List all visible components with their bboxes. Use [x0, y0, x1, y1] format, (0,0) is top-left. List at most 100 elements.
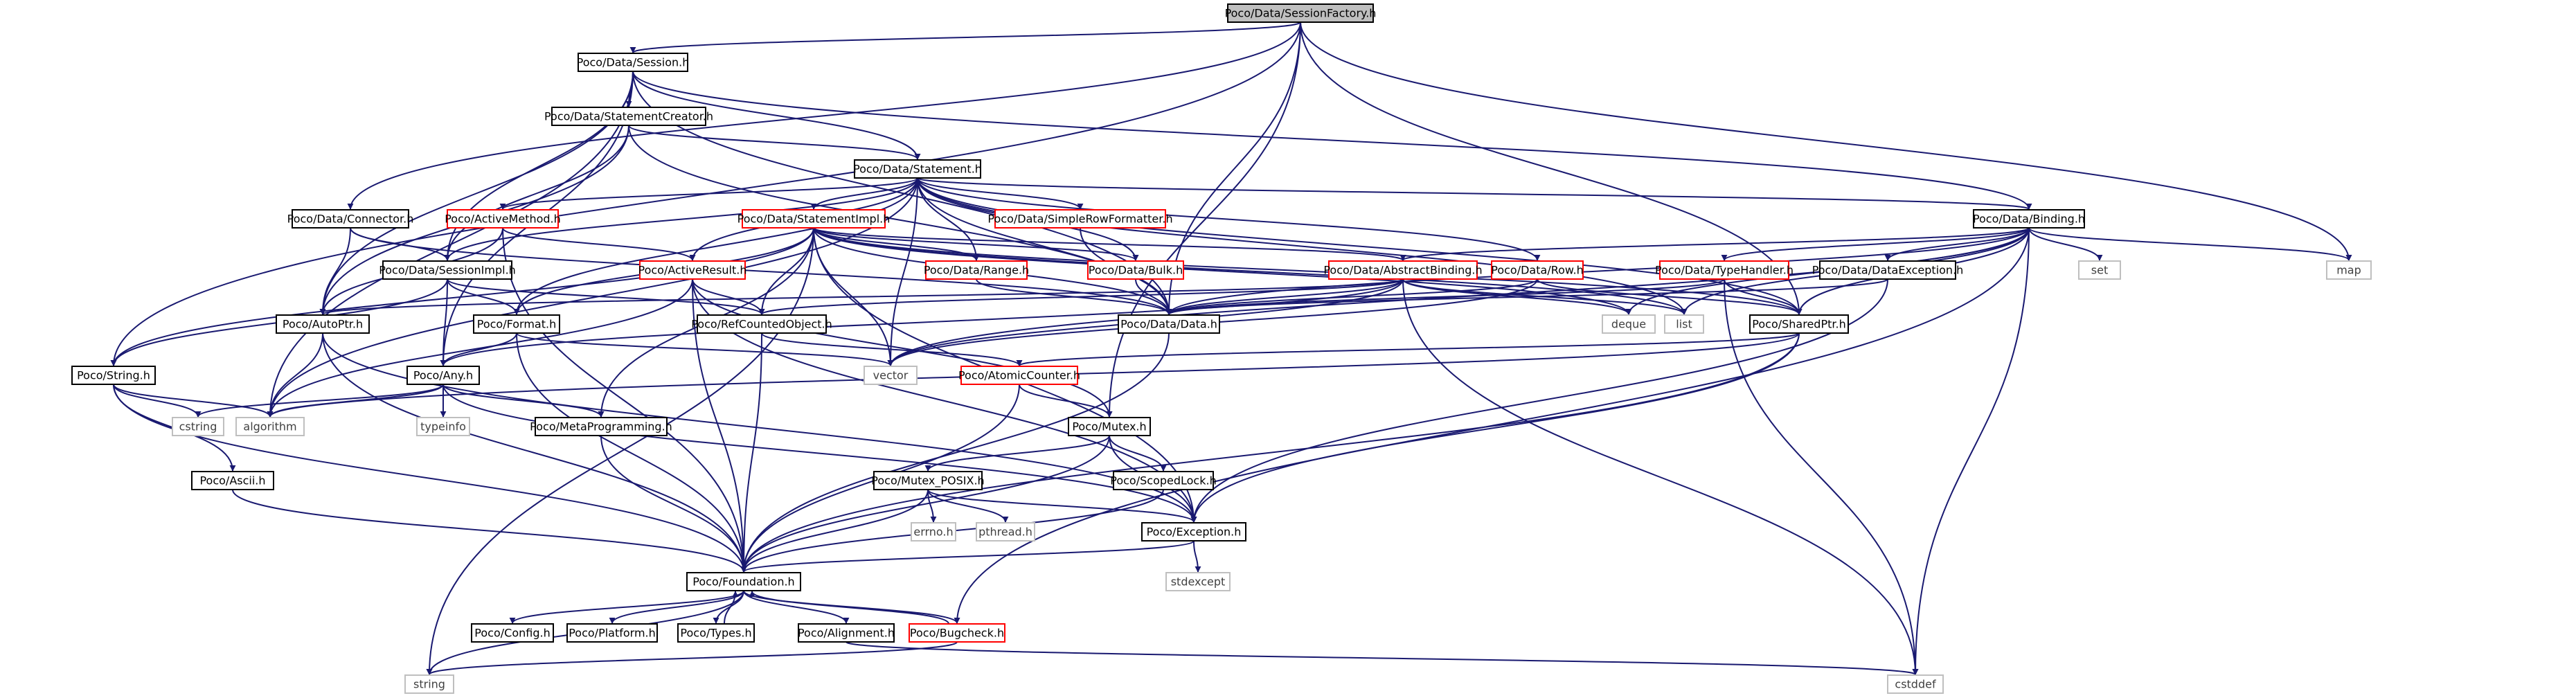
- node-label: Poco/SharedPtr.h: [1752, 318, 1845, 331]
- node-simplerowfmt[interactable]: Poco/Data/SimpleRowFormatter.h: [987, 209, 1173, 229]
- edge-row-to-data: [1165, 278, 1538, 315]
- edge-alignment-to-cstddef: [846, 641, 1918, 675]
- node-format[interactable]: Poco/Format.h: [473, 314, 560, 334]
- node-label: cstddef: [1895, 678, 1936, 691]
- edge-activeresult-to-mutex: [692, 278, 1113, 418]
- node-mutexposix[interactable]: Poco/Mutex_POSIX.h: [871, 471, 985, 490]
- node-stmtimpl[interactable]: Poco/Data/StatementImpl.h: [737, 209, 891, 229]
- edge-stmtimpl-to-deque: [813, 227, 1632, 315]
- node-label: Poco/Data/Binding.h: [1973, 213, 2085, 226]
- edge-statement-to-activemethod: [499, 177, 918, 210]
- node-ascii[interactable]: Poco/Ascii.h: [191, 471, 274, 490]
- node-box: [960, 366, 1078, 385]
- node-connector[interactable]: Poco/Data/Connector.h: [287, 209, 414, 229]
- edge-statement-to-vector: [887, 177, 918, 366]
- node-label: Poco/ActiveMethod.h: [445, 213, 561, 226]
- edge-stmtcreator-to-sessionimpl: [444, 125, 629, 261]
- node-any[interactable]: Poco/Any.h: [406, 366, 480, 385]
- edge-string_h-to-foundation: [113, 384, 747, 573]
- node-label: Poco/Data/Session.h: [577, 56, 690, 69]
- edge-mutexposix-to-pthread: [927, 489, 1009, 523]
- edge-format-to-foundation: [516, 332, 747, 573]
- node-data[interactable]: Poco/Data/Data.h: [1118, 314, 1220, 334]
- node-range[interactable]: Poco/Data/Range.h: [924, 260, 1029, 280]
- node-box: [471, 623, 554, 643]
- node-label: Poco/Data/Row.h: [1491, 264, 1583, 277]
- node-label: Poco/Data/Range.h: [924, 264, 1029, 277]
- node-box: [1973, 209, 2085, 229]
- node-label: Poco/Data/Connector.h: [287, 213, 414, 226]
- edge-activemethod-to-activeresult: [502, 227, 696, 261]
- nodes-layer: Poco/Data/SessionFactory.hPoco/Data/Sess…: [71, 3, 2372, 694]
- node-set: set: [2078, 260, 2121, 280]
- edge-dataexception-to-data: [1165, 278, 1888, 315]
- node-refcounted[interactable]: Poco/RefCountedObject.h: [691, 314, 832, 334]
- node-typehandler[interactable]: Poco/Data/TypeHandler.h: [1655, 260, 1794, 280]
- node-box: [873, 471, 983, 490]
- edge-typehandler-to-data: [1165, 278, 1725, 315]
- node-label: Poco/Data/StatementCreator.h: [544, 110, 713, 123]
- node-label: Poco/Data/SessionFactory.h: [1225, 7, 1377, 20]
- node-box: [994, 209, 1166, 229]
- node-label: set: [2091, 264, 2108, 277]
- node-types[interactable]: Poco/Types.h: [677, 623, 755, 643]
- node-config[interactable]: Poco/Config.h: [471, 623, 554, 643]
- node-label: string: [413, 678, 445, 691]
- node-statement[interactable]: Poco/Data/Statement.h: [853, 159, 982, 179]
- node-exception[interactable]: Poco/Exception.h: [1141, 522, 1246, 542]
- node-sessionimpl[interactable]: Poco/Data/SessionImpl.h: [379, 260, 516, 280]
- node-autoptr[interactable]: Poco/AutoPtr.h: [276, 314, 370, 334]
- edge-statement-to-stmtimpl: [810, 177, 918, 210]
- node-sessionfactory[interactable]: Poco/Data/SessionFactory.h: [1225, 3, 1377, 23]
- node-activemethod[interactable]: Poco/ActiveMethod.h: [445, 209, 561, 229]
- node-label: Poco/Config.h: [474, 627, 550, 640]
- node-label: Poco/Data/Statement.h: [853, 163, 982, 176]
- node-dataexception[interactable]: Poco/Data/DataException.h: [1812, 260, 1964, 280]
- node-binding[interactable]: Poco/Data/Binding.h: [1973, 209, 2085, 229]
- edge-autoptr-to-algorithm: [267, 332, 323, 418]
- node-atomiccounter[interactable]: Poco/AtomicCounter.h: [958, 366, 1080, 385]
- node-scopedlock[interactable]: Poco/ScopedLock.h: [1110, 471, 1217, 490]
- node-mutex[interactable]: Poco/Mutex.h: [1068, 417, 1151, 436]
- node-bugcheck[interactable]: Poco/Bugcheck.h: [909, 623, 1005, 643]
- edge-any-to-cstring: [195, 384, 444, 418]
- edge-abstractbinding-to-data: [1165, 278, 1404, 315]
- node-label: Poco/AutoPtr.h: [283, 318, 363, 331]
- edge-binding-to-abstractbinding: [1399, 227, 2030, 261]
- edge-binding-to-cstddef: [1912, 227, 2030, 675]
- edge-connector-to-data: [350, 227, 1172, 315]
- node-box: [1165, 572, 1231, 591]
- edge-session-to-statement: [632, 71, 921, 160]
- node-session[interactable]: Poco/Data/Session.h: [577, 53, 690, 72]
- node-row[interactable]: Poco/Data/Row.h: [1491, 260, 1584, 280]
- node-box: [1749, 314, 1849, 334]
- node-alignment[interactable]: Poco/Alignment.h: [798, 623, 895, 643]
- edge-sessionfactory-to-sharedptr: [1300, 21, 1803, 315]
- edge-stmtcreator-to-statement: [628, 125, 921, 160]
- edge-activeresult-to-foundation: [692, 278, 747, 573]
- node-stdexcept: stdexcept: [1165, 572, 1231, 591]
- node-label: errno.h: [913, 526, 953, 539]
- node-label: stdexcept: [1171, 575, 1226, 589]
- edge-sessionfactory-to-connector: [347, 21, 1301, 210]
- node-label: Poco/Data/DataException.h: [1812, 264, 1964, 277]
- node-bulk[interactable]: Poco/Data/Bulk.h: [1087, 260, 1184, 280]
- node-box: [235, 417, 305, 436]
- edge-abstractbinding-to-cstddef: [1402, 278, 1919, 675]
- node-platform[interactable]: Poco/Platform.h: [566, 623, 658, 643]
- edge-refcounted-to-foundation: [740, 332, 762, 573]
- node-abstractbinding[interactable]: Poco/Data/AbstractBinding.h: [1323, 260, 1483, 280]
- node-sharedptr[interactable]: Poco/SharedPtr.h: [1749, 314, 1849, 334]
- node-label: Poco/Foundation.h: [692, 575, 794, 589]
- node-box: [191, 471, 274, 490]
- edge-format-to-vector: [516, 332, 894, 366]
- edge-row-to-sharedptr: [1537, 278, 1803, 315]
- node-string_h[interactable]: Poco/String.h: [71, 366, 156, 385]
- node-stmtcreator[interactable]: Poco/Data/StatementCreator.h: [544, 107, 713, 126]
- node-foundation[interactable]: Poco/Foundation.h: [686, 572, 801, 591]
- node-activeresult[interactable]: Poco/ActiveResult.h: [638, 260, 747, 280]
- node-label: deque: [1611, 318, 1646, 331]
- node-label: Poco/Any.h: [413, 369, 473, 382]
- node-metaprog[interactable]: Poco/MetaProgramming.h: [530, 417, 672, 436]
